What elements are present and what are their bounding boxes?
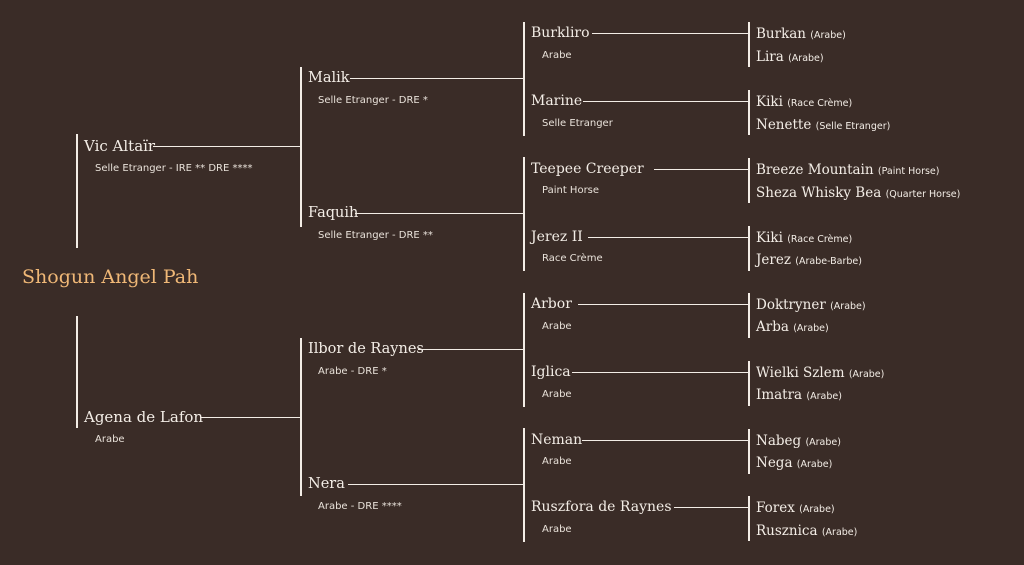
connector-line — [578, 304, 749, 305]
ancestor-entry: Kiki (Race Crème) — [756, 94, 853, 110]
ds-sire-info: Arabe — [542, 321, 572, 332]
connector-vertical — [523, 293, 525, 407]
sd-dam-info: Race Crème — [542, 253, 603, 264]
ancestor-entry: Nega (Arabe) — [756, 455, 833, 471]
dam-dam-name: Nera — [308, 476, 345, 492]
connector-line — [200, 417, 300, 418]
connector-vertical — [523, 157, 525, 271]
ss-dam-info: Selle Etranger — [542, 118, 613, 129]
sd-dam-name: Jerez II — [531, 229, 583, 245]
ancestor-entry: Kiki (Race Crème) — [756, 230, 853, 246]
connector-vertical — [300, 338, 302, 496]
ancestor-entry: Wielki Szlem (Arabe) — [756, 365, 885, 381]
connector-vertical — [523, 22, 525, 136]
connector-line — [572, 372, 749, 373]
sire-dam-info: Selle Etranger - DRE ** — [318, 230, 433, 241]
dam-dam-info: Arabe - DRE **** — [318, 501, 402, 512]
connector-vertical — [76, 316, 78, 428]
ss-dam-name: Marine — [531, 93, 583, 109]
connector-line — [153, 146, 300, 147]
connector-line — [654, 169, 749, 170]
ancestor-entry: Rusznica (Arabe) — [756, 523, 858, 539]
connector-line — [418, 349, 524, 350]
connector-line — [350, 78, 524, 79]
dd-dam-name: Ruszfora de Raynes — [531, 499, 672, 515]
connector-vertical — [748, 90, 750, 135]
ss-sire-name: Burkliro — [531, 25, 590, 41]
sire-sire-info: Selle Etranger - DRE * — [318, 95, 428, 106]
ancestor-entry: Jerez (Arabe-Barbe) — [756, 252, 862, 268]
connector-vertical — [748, 158, 750, 203]
connector-vertical — [300, 67, 302, 227]
connector-vertical — [748, 293, 750, 338]
ss-sire-info: Arabe — [542, 50, 572, 61]
connector-line — [588, 237, 749, 238]
ds-dam-name: Iglica — [531, 364, 571, 380]
ancestor-entry: Nenette (Selle Etranger) — [756, 117, 891, 133]
ancestor-entry: Doktryner (Arabe) — [756, 297, 866, 313]
sire-name: Vic Altaïr — [84, 137, 156, 155]
ancestor-entry: Sheza Whisky Bea (Quarter Horse) — [756, 185, 961, 201]
connector-line — [355, 213, 524, 214]
root-horse-name: Shogun Angel Pah — [22, 266, 199, 288]
connector-vertical — [748, 429, 750, 474]
sire-dam-name: Faquih — [308, 205, 359, 221]
connector-vertical — [748, 22, 750, 67]
connector-vertical — [748, 226, 750, 271]
dd-sire-info: Arabe — [542, 456, 572, 467]
ancestor-entry: Forex (Arabe) — [756, 500, 835, 516]
ancestor-entry: Arba (Arabe) — [756, 319, 829, 335]
connector-line — [582, 440, 749, 441]
ds-sire-name: Arbor — [531, 296, 572, 312]
ancestor-entry: Imatra (Arabe) — [756, 387, 842, 403]
ancestor-entry: Nabeg (Arabe) — [756, 433, 841, 449]
dam-info: Arabe — [95, 434, 125, 445]
ancestor-entry: Burkan (Arabe) — [756, 26, 846, 42]
sire-info: Selle Etranger - IRE ** DRE **** — [95, 163, 253, 174]
dam-sire-name: Ilbor de Raynes — [308, 341, 424, 357]
sire-sire-name: Malik — [308, 70, 350, 86]
dd-sire-name: Neman — [531, 432, 583, 448]
connector-vertical — [748, 496, 750, 541]
connector-vertical — [748, 361, 750, 406]
connector-line — [348, 484, 524, 485]
ancestor-entry: Breeze Mountain (Paint Horse) — [756, 162, 940, 178]
connector-line — [583, 101, 749, 102]
connector-vertical — [76, 134, 78, 248]
dd-dam-info: Arabe — [542, 524, 572, 535]
connector-line — [674, 507, 749, 508]
sd-sire-name: Teepee Creeper — [531, 161, 644, 177]
ancestor-entry: Lira (Arabe) — [756, 49, 824, 65]
connector-line — [592, 33, 749, 34]
dam-name: Agena de Lafon — [84, 408, 204, 426]
dam-sire-info: Arabe - DRE * — [318, 366, 387, 377]
connector-vertical — [523, 428, 525, 542]
ds-dam-info: Arabe — [542, 389, 572, 400]
sd-sire-info: Paint Horse — [542, 185, 600, 196]
